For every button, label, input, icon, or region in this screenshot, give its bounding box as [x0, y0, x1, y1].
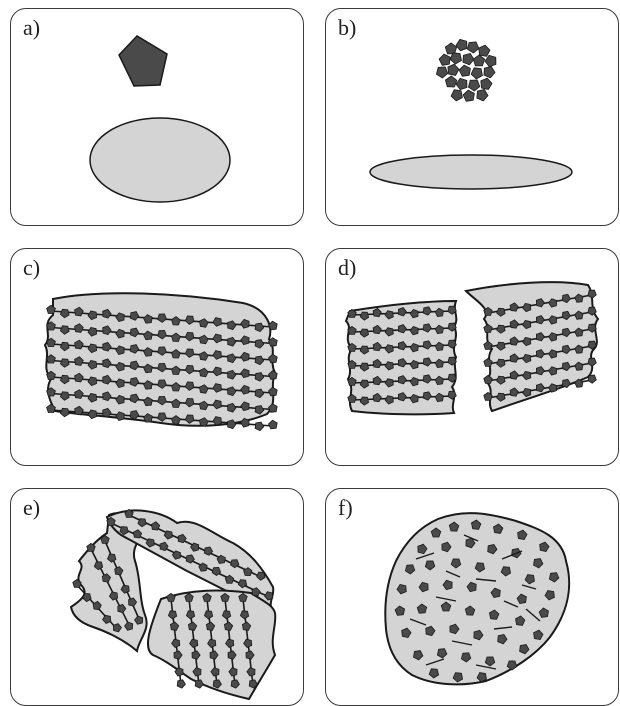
- single-pentagon-particle: [119, 36, 167, 86]
- pentagon-particle: [473, 55, 484, 66]
- panel-f-diagram: [326, 489, 619, 706]
- panel-e-diagram: [11, 489, 304, 706]
- pentagon-particle: [60, 408, 69, 417]
- pentagon-particle: [481, 78, 492, 89]
- pentagon-particle: [445, 76, 456, 87]
- pentagon-particle: [456, 78, 467, 89]
- pentagon-particle: [445, 43, 456, 54]
- panel-e: e): [10, 488, 304, 706]
- pentagon-particle: [177, 680, 185, 688]
- pentagon-particle: [463, 53, 474, 64]
- panel-a: a): [10, 8, 304, 226]
- pentagon-particle: [439, 54, 450, 65]
- pentagon-particle: [479, 45, 490, 56]
- pentagon-cluster: [436, 39, 496, 101]
- pentagon-particle: [468, 42, 479, 53]
- exfoliated-matrix: [385, 513, 569, 684]
- pentagon-particle: [463, 90, 474, 101]
- pentagon-particle: [269, 420, 278, 429]
- pentagon-particle: [448, 64, 459, 75]
- panel-c: c): [10, 248, 304, 466]
- panel-d-diagram: [326, 249, 619, 466]
- pentagon-particle: [450, 53, 461, 64]
- panel-f: f): [325, 488, 619, 706]
- pentagon-particle: [468, 80, 479, 91]
- pentagon-particle: [485, 55, 496, 67]
- pentagon-particle: [436, 67, 447, 78]
- pentagon-particle: [471, 68, 482, 79]
- flat-clay-sheet: [370, 155, 572, 189]
- panel-d: d): [325, 248, 619, 466]
- pentagon-particle: [255, 422, 264, 431]
- pentagon-particle: [269, 321, 278, 330]
- pentagon-particle: [588, 375, 596, 383]
- panel-c-diagram: [11, 249, 304, 466]
- pentagon-particle: [477, 90, 488, 101]
- pentagon-particle: [456, 39, 467, 50]
- panel-b-diagram: [326, 9, 619, 226]
- panel-b: b): [325, 8, 619, 226]
- pentagon-particle: [451, 90, 462, 101]
- pentagon-particle: [459, 65, 470, 76]
- pentagon-particle: [484, 67, 495, 78]
- clay-sheet-side-view: [90, 118, 230, 202]
- panel-a-diagram: [11, 9, 304, 226]
